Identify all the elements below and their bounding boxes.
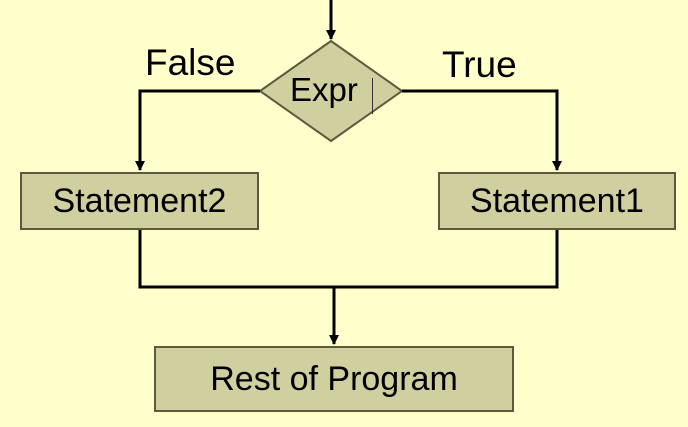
- statement2-node: Statement2: [20, 172, 259, 230]
- text-caret: [372, 78, 373, 114]
- statement1-node: Statement1: [438, 172, 676, 230]
- false-branch-arrow: [135, 89, 260, 171]
- true-branch-label: True: [442, 44, 517, 85]
- rest-of-program-node: Rest of Program: [154, 346, 514, 412]
- false-branch-label: False: [145, 42, 236, 83]
- true-branch-arrow: [402, 89, 562, 171]
- decision-label: Expr: [290, 71, 358, 108]
- merge-line: [138, 230, 559, 289]
- decision-diamond: [258, 39, 404, 143]
